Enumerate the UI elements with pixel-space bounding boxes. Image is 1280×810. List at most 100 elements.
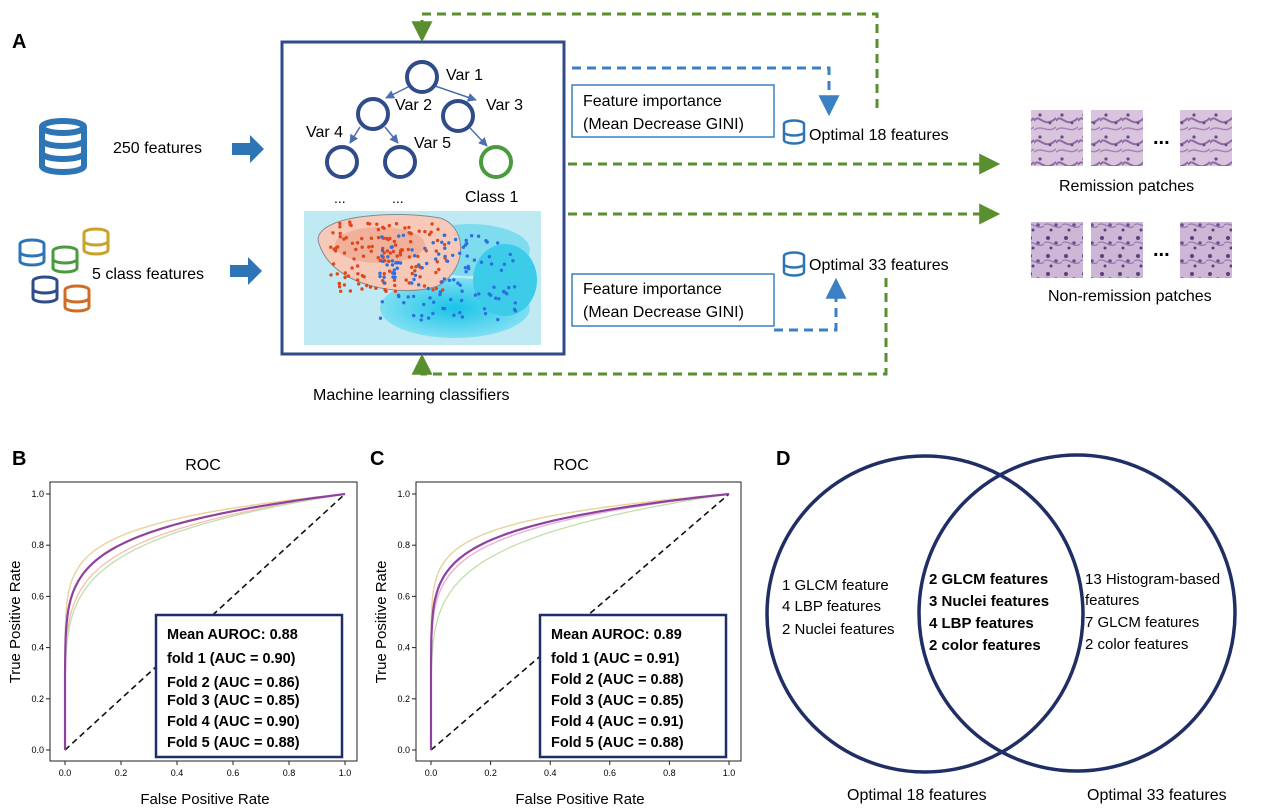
x-tick-label: 1.0: [339, 768, 352, 778]
scatter-point-blue: [410, 248, 414, 252]
scatter-point-red: [343, 275, 347, 280]
y-axis-label: True Positive Rate: [373, 561, 390, 684]
scatter-point-red: [416, 254, 420, 259]
scatter-point-red: [423, 229, 427, 234]
scatter-point-blue: [482, 307, 487, 311]
chance-line: [430, 493, 730, 751]
decision-region-plot: [304, 211, 541, 345]
scatter-point-blue: [463, 243, 468, 247]
x-tick-label: 1.0: [723, 768, 736, 778]
tree-node: [441, 99, 475, 133]
scatter-point-blue: [428, 296, 432, 300]
scatter-point-blue: [419, 318, 423, 322]
scatter-point-red: [350, 241, 355, 245]
scatter-point-blue: [431, 311, 435, 316]
importance-box-top-line1: Feature importance: [583, 93, 722, 110]
optimal-18-label: Optimal 18 features: [809, 127, 949, 144]
scatter-point-red: [338, 221, 342, 226]
scatter-point-red: [430, 222, 434, 226]
scatter-point-blue: [458, 283, 462, 287]
scatter-point-red: [355, 278, 360, 282]
database-cluster-icon: [18, 227, 110, 313]
scatter-point-blue: [467, 267, 471, 271]
scatter-point-red: [376, 256, 380, 260]
scatter-point-red: [414, 265, 418, 269]
tree-ellipsis: ...: [334, 190, 346, 206]
importance-box-top: [571, 84, 775, 138]
tree-label-var4: Var 4: [306, 124, 343, 141]
roc-curve: [430, 493, 730, 750]
class-features-label: 5 class features: [92, 266, 204, 283]
x-tick-label: 0.6: [604, 768, 617, 778]
scatter-point-red: [369, 249, 373, 253]
scatter-point-red: [408, 240, 413, 244]
x-tick-label: 0.6: [227, 768, 240, 778]
scatter-point-red: [398, 253, 403, 257]
scatter-point-red: [387, 223, 391, 228]
legend-c-line: Fold 5 (AUC = 0.88): [551, 735, 684, 751]
scatter-point-blue: [440, 280, 444, 284]
legend-c-line: Fold 3 (AUC = 0.85): [551, 693, 684, 709]
scatter-point-red: [393, 289, 398, 293]
scatter-point-blue: [385, 263, 389, 267]
legend-c-line: fold 1 (AUC = 0.91): [551, 651, 680, 667]
scatter-point-red: [376, 227, 381, 232]
scatter-point-red: [338, 225, 342, 229]
scatter-point-blue: [502, 262, 507, 266]
scatter-point-red: [413, 269, 417, 273]
importance-box-bottom-line2: (Mean Decrease GINI): [583, 304, 744, 321]
chart-title: ROC: [185, 457, 221, 474]
importance-box-bottom-line1: Feature importance: [583, 281, 722, 298]
tree-label-var2: Var 2: [395, 97, 432, 114]
scatter-point-red: [388, 269, 392, 273]
scatter-point-red: [370, 244, 374, 249]
panel-letter-c: C: [370, 448, 384, 470]
y-tick-label: 0.0: [31, 745, 44, 755]
scatter-point-red: [422, 284, 427, 288]
scatter-point-blue: [426, 286, 430, 291]
scatter-point-blue: [413, 273, 418, 277]
scatter-point-red: [381, 225, 385, 229]
panel-letter-d: D: [776, 448, 790, 470]
scatter-point-red: [386, 237, 390, 242]
scatter-point-red: [391, 249, 396, 254]
scatter-point-blue: [456, 281, 460, 285]
scatter-point-red: [352, 257, 356, 261]
scatter-point-blue: [413, 254, 417, 258]
roc-curve: [64, 493, 346, 750]
scatter-point-blue: [461, 245, 466, 249]
tree-label-class1: Class 1: [465, 189, 518, 206]
scatter-point-red: [348, 222, 352, 227]
y-tick-label: 1.0: [397, 489, 410, 499]
legend-c-line: Fold 2 (AUC = 0.88): [551, 672, 684, 688]
tree-label-var3: Var 3: [486, 97, 523, 114]
database-icon: [782, 251, 806, 277]
scatter-point-blue: [417, 283, 421, 287]
y-tick-label: 0.6: [397, 591, 410, 601]
scatter-point-blue: [492, 285, 496, 289]
scatter-point-red: [436, 227, 440, 231]
scatter-point-red: [354, 247, 358, 252]
x-tick-label: 0.4: [171, 768, 184, 778]
scatter-point-blue: [401, 233, 406, 237]
scatter-point-blue: [460, 289, 464, 293]
scatter-point-blue: [497, 297, 501, 301]
scatter-point-red: [346, 274, 351, 278]
scatter-point-red: [437, 267, 441, 272]
scatter-point-red: [388, 251, 392, 255]
roc-curve: [64, 493, 346, 750]
scatter-point-blue: [391, 271, 395, 275]
scatter-point-blue: [485, 240, 489, 244]
venn-left-line: 1 GLCM feature: [782, 577, 889, 594]
scatter-point-blue: [378, 316, 383, 320]
nonremission-patches: [1031, 222, 1232, 278]
scatter-point-blue: [420, 266, 424, 270]
scatter-point-blue: [402, 301, 406, 305]
scatter-point-red: [427, 232, 432, 237]
scatter-point-red: [435, 260, 439, 264]
scatter-point-red: [360, 245, 364, 249]
roc-curve: [430, 493, 730, 750]
y-tick-label: 0.4: [31, 643, 44, 653]
scatter-point-red: [417, 229, 421, 233]
venn-overlap-line: 4 LBP features: [929, 615, 1034, 632]
